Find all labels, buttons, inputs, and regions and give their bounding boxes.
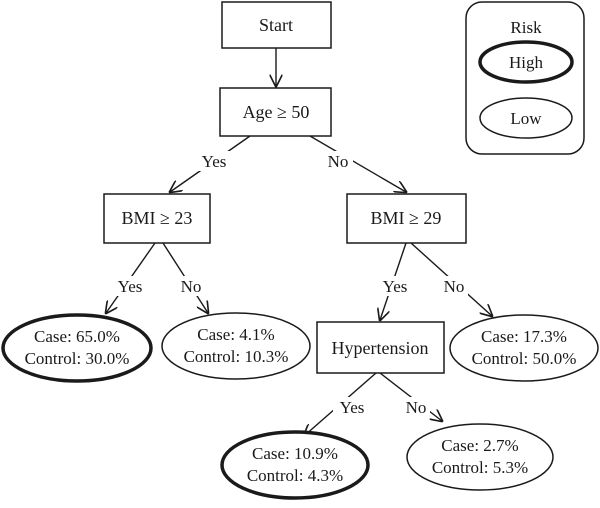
leaf-5: Case: 2.7% Control: 5.3% <box>406 423 554 491</box>
edge-label-age-yes: Yes <box>202 152 227 171</box>
edge-label-bg <box>402 397 430 417</box>
edge-label-bmi23-no: No <box>181 277 202 296</box>
leaf-3: Case: 17.3% Control: 50.0% <box>449 314 599 382</box>
edge-label-bg <box>333 397 371 417</box>
node-age: Age ≥ 50 <box>219 87 332 137</box>
leaf-1-case: Case: 65.0% <box>34 327 120 346</box>
leaf-5-control: Control: 5.3% <box>432 458 528 477</box>
edge-label-bg <box>111 276 149 296</box>
legend-title: Risk <box>510 18 542 37</box>
edge-label-bmi23-yes: Yes <box>118 277 143 296</box>
edge-label-hyp-no: No <box>406 398 427 417</box>
legend-high-label: High <box>509 53 544 72</box>
node-bmi29-label: BMI ≥ 29 <box>371 208 442 228</box>
leaf-3-case: Case: 17.3% <box>481 327 567 346</box>
legend-low-swatch <box>479 97 573 139</box>
leaf-4-control: Control: 4.3% <box>247 466 343 485</box>
node-bmi29: BMI ≥ 29 <box>346 193 467 244</box>
node-age-label: Age ≥ 50 <box>243 102 310 122</box>
node-start: Start <box>221 1 332 49</box>
edge-label-bg <box>376 276 414 296</box>
node-hypertension-label: Hypertension <box>332 338 429 358</box>
node-hypertension: Hypertension <box>316 321 445 374</box>
leaf-2: Case: 4.1% Control: 10.3% <box>161 312 311 380</box>
edge-label-bmi29-yes: Yes <box>383 277 408 296</box>
leaf-4: Case: 10.9% Control: 4.3% <box>220 430 370 500</box>
edge-label-bmi29-no: No <box>444 277 465 296</box>
leaf-1-control: Control: 30.0% <box>25 349 130 368</box>
node-bmi23-label: BMI ≥ 23 <box>122 208 193 228</box>
edge-age-bmi29 <box>309 135 406 192</box>
edge-label-age-no: No <box>328 152 349 171</box>
edge-label-bg <box>195 151 233 171</box>
leaf-3-control: Control: 50.0% <box>472 349 577 368</box>
leaf-1: Case: 65.0% Control: 30.0% <box>1 313 153 383</box>
edge-label-hyp-yes: Yes <box>340 398 365 417</box>
leaf-2-control: Control: 10.3% <box>184 347 289 366</box>
legend-low-label: Low <box>510 109 542 128</box>
leaf-2-case: Case: 4.1% <box>197 325 274 344</box>
edge-label-bg <box>440 276 468 296</box>
leaf-4-case: Case: 10.9% <box>252 444 338 463</box>
legend: Risk High Low <box>465 1 585 155</box>
node-bmi23: BMI ≥ 23 <box>103 193 211 244</box>
node-start-label: Start <box>259 15 293 35</box>
leaf-5-case: Case: 2.7% <box>441 436 518 455</box>
edge-label-bg <box>177 276 205 296</box>
edge-label-bg <box>323 151 353 171</box>
legend-high-swatch <box>478 40 574 84</box>
